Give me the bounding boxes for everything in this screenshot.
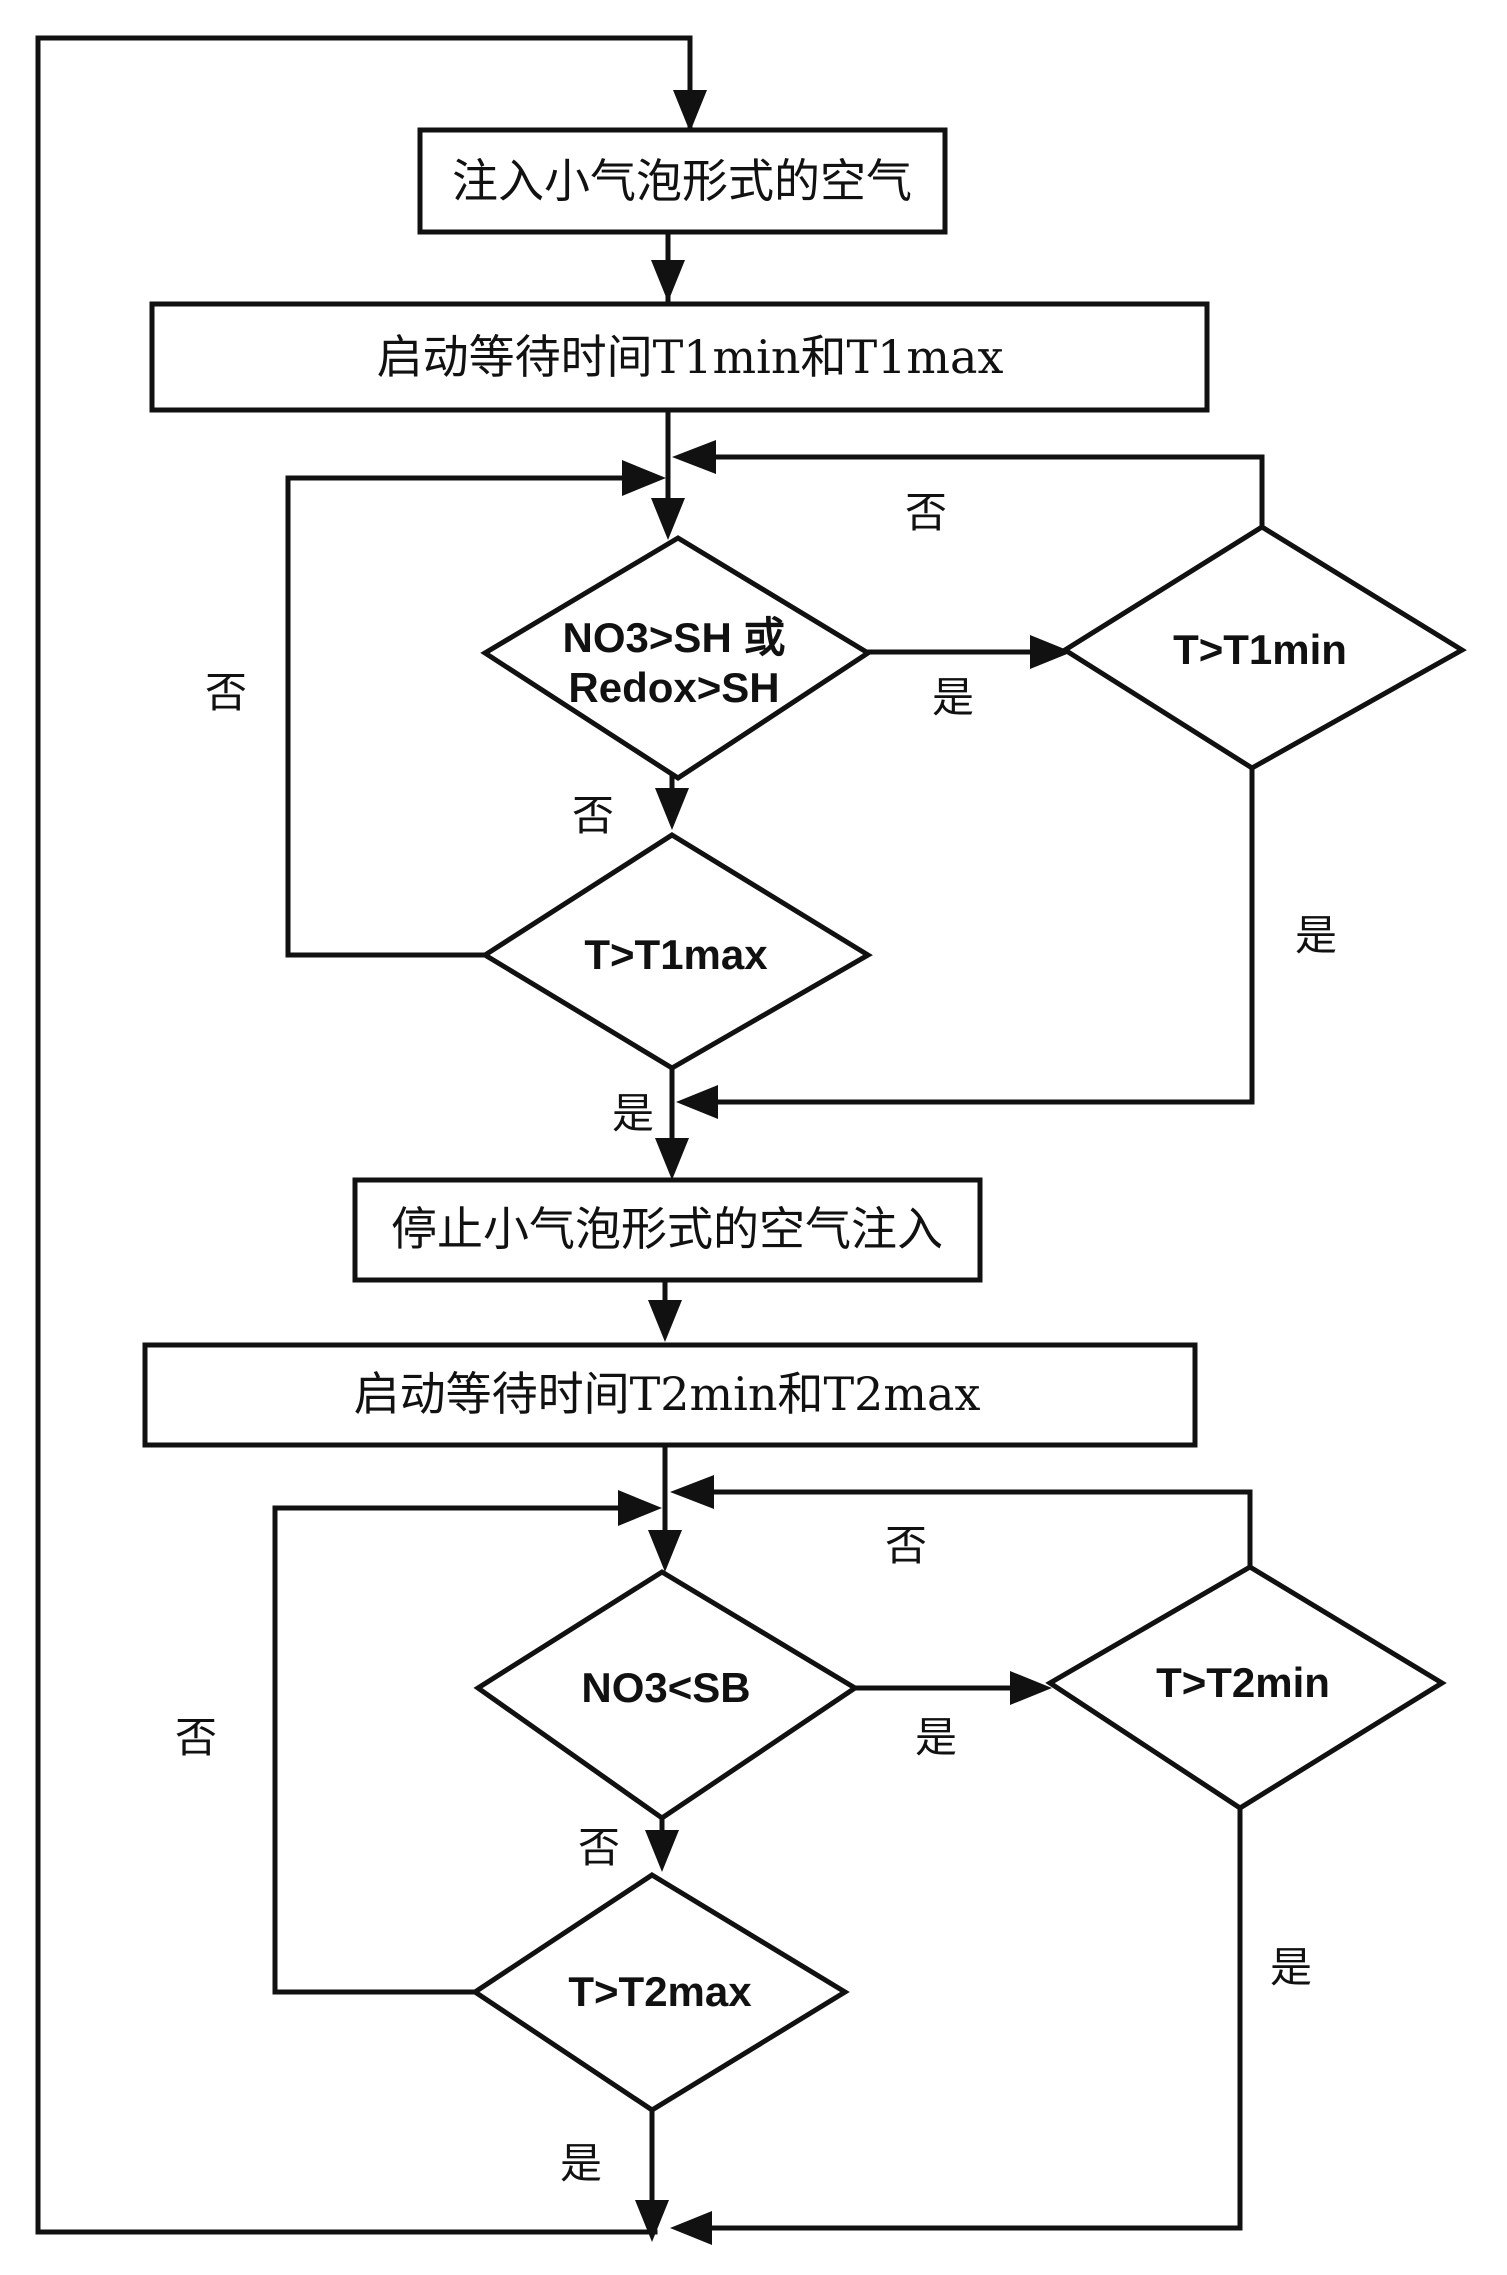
decision-no3-sb-diamond (473, 1569, 860, 1822)
loop-t2max-no (272, 1505, 635, 1995)
decision-t2max-label: T>T2max (568, 1968, 752, 2015)
decision-no3-redox: NO3>SH 或 Redox>SH (480, 535, 873, 781)
decision-t1max-label: T>T1max (584, 931, 768, 978)
label-yes-t2min: 是 (1270, 1943, 1312, 1992)
connector-t2min-yes (677, 1805, 1243, 2231)
label-no-t1max-loop: 否 (205, 668, 247, 717)
label-yes-d2: 是 (915, 1713, 957, 1762)
decision-t2min: T>T2min (1045, 1564, 1447, 1811)
arrowhead-down (655, 788, 689, 830)
arrowhead-down (651, 260, 685, 302)
arrowhead-down (648, 1300, 682, 1342)
step-stop-air-box (352, 1177, 983, 1283)
label-no-d2: 否 (578, 1823, 620, 1872)
arrowhead-right (618, 1490, 662, 1526)
label-no-d1: 否 (572, 791, 614, 840)
label-no-t2max-loop: 否 (175, 1713, 217, 1762)
step-start-t2: 启动等待时间T2min和T2max (142, 1342, 1198, 1448)
step-stop-air-label: 停止小气泡形式的空气注入 (391, 1202, 943, 1256)
arrowhead-down (635, 2200, 669, 2242)
decision-t1min-diamond (1060, 524, 1467, 771)
step-start-t1-box (149, 301, 1210, 413)
loop-t1min-no (685, 454, 1265, 528)
label-no-t2min-loop: 否 (885, 1521, 927, 1570)
step-start-t2-label: 启动等待时间T2min和T2max (354, 1367, 981, 1421)
loop-t2min-no (689, 1489, 1253, 1568)
arrowhead-left (670, 2211, 712, 2245)
label-no-t1min-loop: 否 (905, 488, 947, 537)
arrowhead-down (673, 90, 707, 132)
branch-labels: 否 否 是 否 是 是 否 否 是 否 是 是 (175, 488, 1337, 2188)
arrowheads (618, 90, 1072, 2245)
outer-loop-line (35, 35, 693, 2235)
label-yes-t2max: 是 (560, 2139, 602, 2188)
step-inject-air-box (417, 127, 948, 235)
arrowhead-down (655, 1138, 689, 1180)
decision-t2max-diamond (470, 1872, 850, 2113)
decision-t1min-label: T>T1min (1173, 626, 1347, 673)
arrowhead-down (651, 498, 685, 540)
step-inject-air-label: 注入小气泡形式的空气 (452, 154, 912, 208)
arrowhead-down (645, 1830, 679, 1872)
label-yes-t1max: 是 (612, 1089, 654, 1138)
arrowhead-right (1030, 635, 1072, 669)
label-yes-d1: 是 (932, 673, 974, 722)
step-start-t1: 启动等待时间T1min和T1max (149, 301, 1210, 413)
label-yes-t1min: 是 (1295, 911, 1337, 960)
decision-no3-redox-diamond (480, 535, 873, 781)
arrowhead-left (676, 1085, 718, 1119)
arrowhead-left (672, 440, 716, 474)
step-inject-air: 注入小气泡形式的空气 (417, 127, 948, 235)
decision-no3-sb-label: NO3<SB (581, 1664, 750, 1711)
decision-t1min: T>T1min (1060, 524, 1467, 771)
arrowhead-right (1010, 1671, 1052, 1705)
step-stop-air: 停止小气泡形式的空气注入 (352, 1177, 983, 1283)
connectors (35, 35, 1265, 2235)
decision-no3-redox-line1: NO3>SH 或 (563, 614, 786, 661)
decision-t2min-diamond (1045, 1564, 1447, 1811)
arrowhead-left (670, 1475, 714, 1509)
connector-t1min-yes (687, 765, 1255, 1105)
loop-t1max-no (285, 475, 653, 958)
decision-no3-redox-line2: Redox>SH (568, 664, 779, 711)
decision-t1max: T>T1max (480, 832, 873, 1071)
arrowhead-down (648, 1530, 682, 1572)
step-start-t1-label: 启动等待时间T1min和T1max (377, 330, 1004, 384)
decision-t2max: T>T2max (470, 1872, 850, 2113)
decision-t2min-label: T>T2min (1156, 1659, 1330, 1706)
step-start-t2-box (142, 1342, 1198, 1448)
decision-no3-sb: NO3<SB (473, 1569, 860, 1822)
arrowhead-right (622, 460, 666, 496)
decision-t1max-diamond (480, 832, 873, 1071)
